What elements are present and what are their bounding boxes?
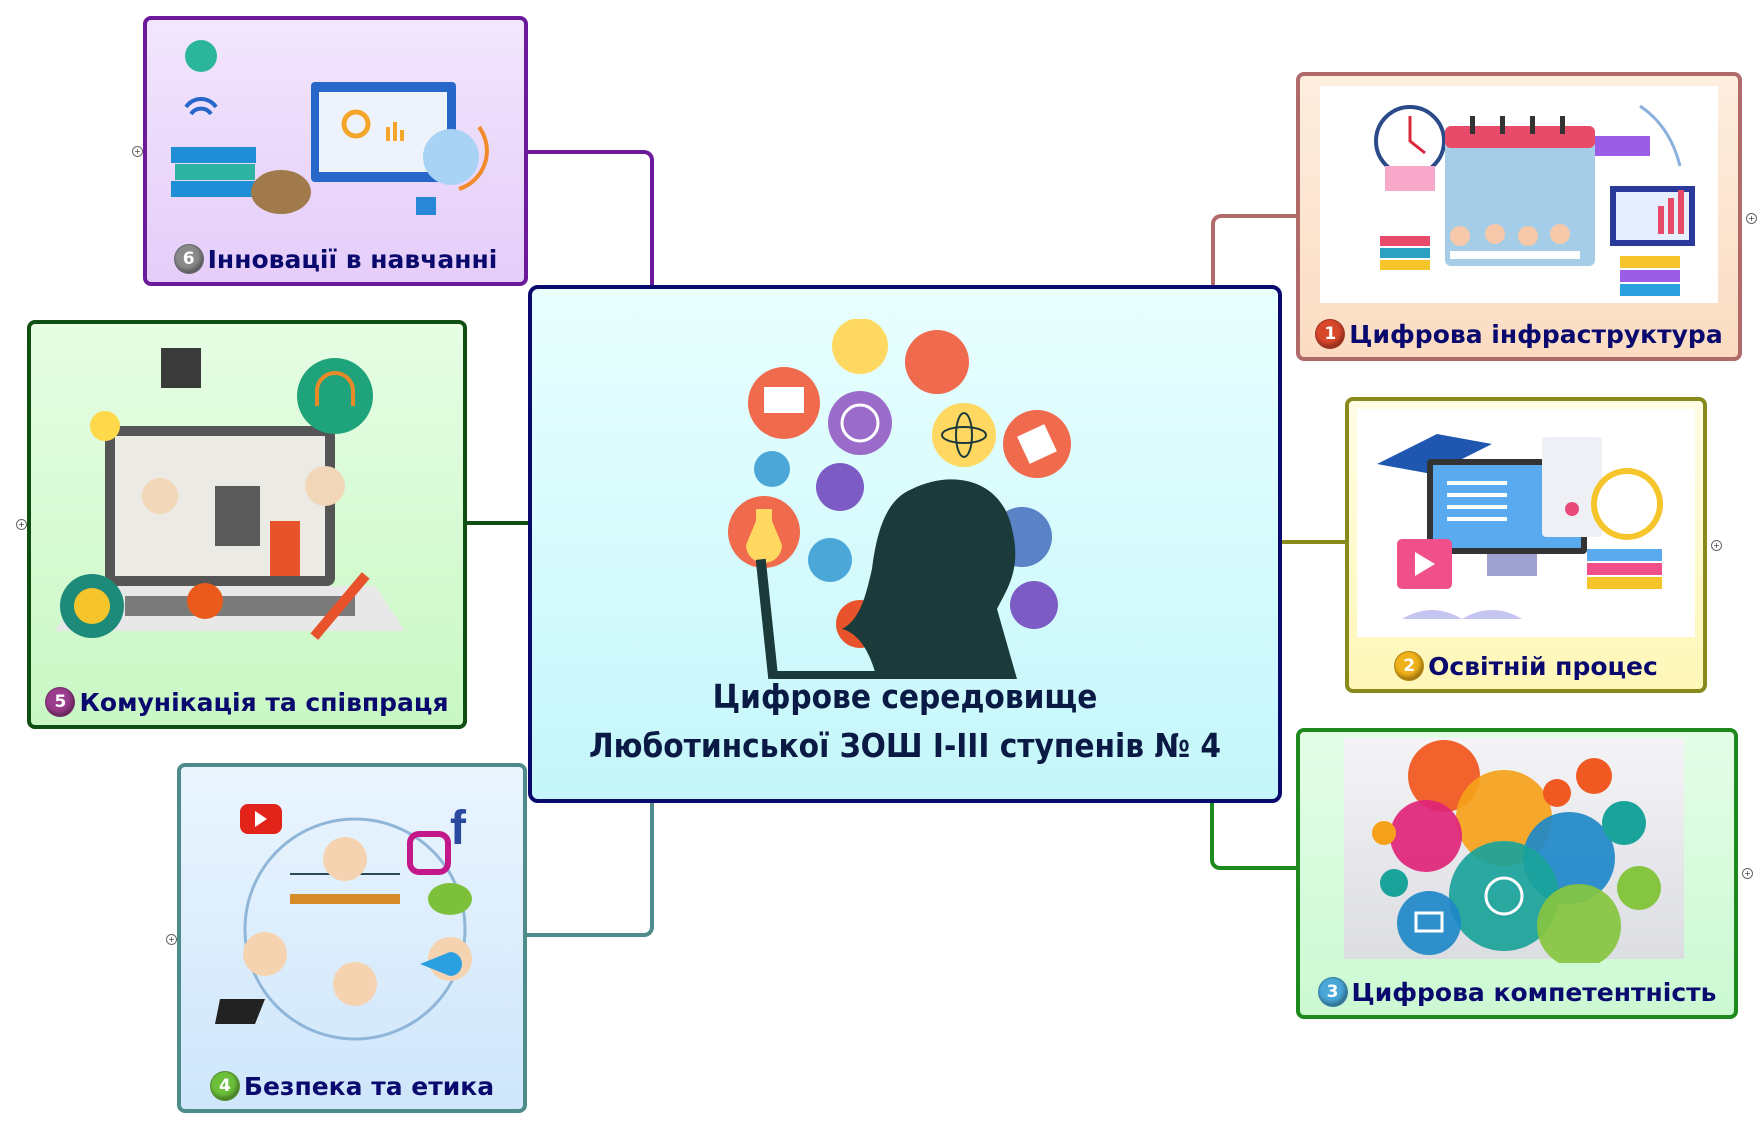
online-classroom-illustration [161, 32, 510, 230]
branch-title-4: Безпека та етика [243, 1071, 495, 1101]
branch-title-5: Комунікація та співпраця [79, 687, 449, 717]
branch-node-3[interactable]: 3 Цифрова компетентність [1296, 728, 1738, 1019]
number-4-badge-icon: 4 [209, 1071, 240, 1101]
kids-social-media-illustration: f [195, 779, 509, 1057]
team-calendar-office-illustration [1320, 86, 1718, 303]
central-title-line2: Люботинської ЗОШ І-ІІІ ступенів № 4 [588, 726, 1222, 765]
student-laptop-illustration [722, 318, 1082, 680]
branch-label-4: 4 Безпека та етика [181, 1071, 523, 1101]
expand-icon-2[interactable]: + [1711, 540, 1722, 551]
colored-bubbles-icons-illustration [1344, 738, 1684, 968]
branch-node-1[interactable]: 1 Цифрова інфраструктура [1296, 72, 1742, 361]
branch-node-4[interactable]: f 4 Безпека та етика [177, 763, 527, 1113]
branch-label-2: 2 Освітній процес [1349, 651, 1703, 681]
branch-node-2[interactable]: 2 Освітній процес [1345, 397, 1707, 693]
connector-5 [466, 521, 529, 525]
branch-label-6: 6 Інновації в навчанні [147, 244, 524, 274]
expand-icon-3[interactable]: + [1742, 868, 1753, 879]
branch-node-5[interactable]: 5 Комунікація та співпраця [27, 320, 467, 729]
connector-6 [524, 150, 654, 286]
laptop-education-illustration [45, 336, 449, 673]
number-3-badge-icon: 3 [1317, 977, 1348, 1007]
connector-4 [524, 800, 654, 937]
branch-label-5: 5 Комунікація та співпраця [31, 687, 463, 717]
expand-icon-1[interactable]: + [1746, 213, 1757, 224]
branch-label-1: 1 Цифрова інфраструктура [1300, 319, 1738, 349]
number-6-badge-icon: 6 [173, 244, 204, 274]
connector-3 [1210, 800, 1298, 870]
expand-icon-4[interactable]: + [166, 934, 177, 945]
expand-icon-5[interactable]: + [16, 519, 27, 530]
central-title-line1: Цифрове середовище [712, 677, 1098, 716]
connector-2 [1280, 540, 1346, 544]
branch-title-1: Цифрова інфраструктура [1349, 319, 1723, 349]
branch-title-2: Освітній процес [1428, 651, 1658, 681]
number-1-badge-icon: 1 [1315, 319, 1346, 349]
branch-label-3: 3 Цифрова компетентність [1300, 977, 1734, 1007]
central-topic[interactable]: Цифрове середовище Люботинської ЗОШ І-ІІ… [528, 285, 1282, 803]
connector-1 [1211, 214, 1298, 286]
svg-text:f: f [450, 802, 467, 855]
branch-node-6[interactable]: 6 Інновації в навчанні [143, 16, 528, 286]
number-5-badge-icon: 5 [45, 687, 76, 717]
number-2-badge-icon: 2 [1394, 651, 1425, 681]
branch-title-3: Цифрова компетентність [1351, 977, 1717, 1007]
expand-icon-6[interactable]: + [132, 146, 143, 157]
student-silhouette-icon [728, 318, 1071, 680]
monitor-graduation-cap-illustration [1357, 409, 1695, 637]
branch-title-6: Інновації в навчанні [207, 244, 498, 274]
